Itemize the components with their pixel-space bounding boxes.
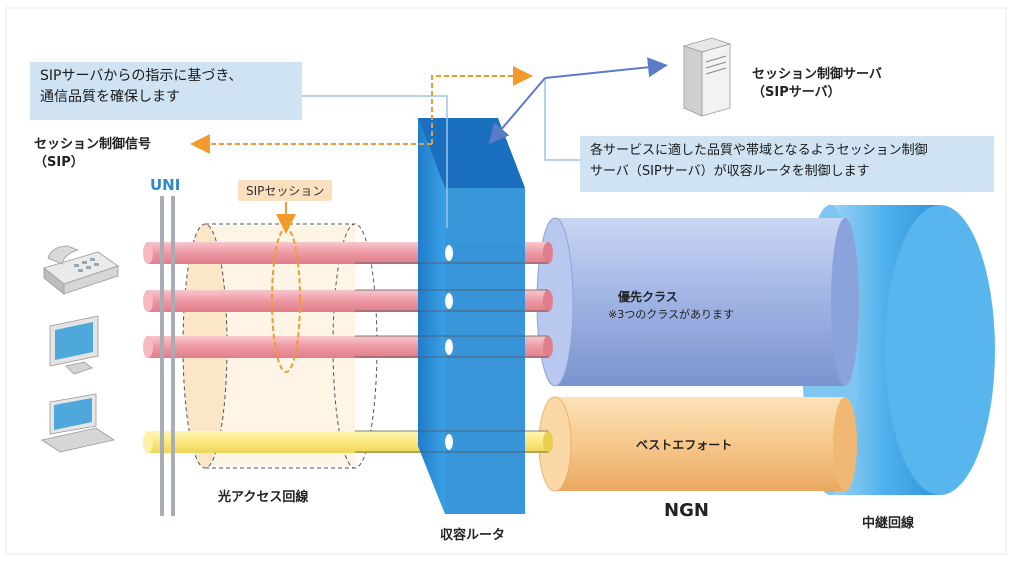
server-label-line-2: （SIPサーバ） xyxy=(752,85,841,100)
priority-class-cylinder xyxy=(536,217,859,387)
left-callout-leader xyxy=(300,95,448,228)
best-effort-cylinder xyxy=(538,396,857,492)
best-effort-label: ベストエフォート xyxy=(636,438,733,452)
sip-signal-up-arrow xyxy=(431,66,533,144)
priority-class-note: ※3つのクラスがあります xyxy=(608,308,734,321)
signal-label-line-2: （SIP） xyxy=(34,155,84,170)
server-control-callout-line-1: 各サービスに適した品質や帯域となるようセッション制御 xyxy=(590,143,928,158)
edge-router-label: 収容ルータ xyxy=(440,528,506,543)
trunk-line-label: 中継回線 xyxy=(862,516,915,531)
priority-class-label: 優先クラス xyxy=(618,290,678,304)
right-callout-leader xyxy=(544,78,580,161)
uni-bars xyxy=(160,196,175,516)
control-arrow-to-router xyxy=(488,77,546,145)
edge-router xyxy=(418,118,525,514)
sip-session-label: SIPセッション xyxy=(238,180,333,201)
ngn-label: NGN xyxy=(664,500,709,521)
frame-border xyxy=(5,7,1007,555)
uni-label: UNI xyxy=(150,176,181,194)
signal-label-line-1: セッション制御信号 xyxy=(34,137,152,152)
server-icon xyxy=(682,37,732,117)
pipe-threads xyxy=(355,262,548,453)
server-control-callout: 各サービスに適した品質や帯域となるようセッション制御 サーバ（SIPサーバ）が収… xyxy=(580,136,994,192)
optical-access-line-label: 光アクセス回線 xyxy=(218,490,309,505)
monitor-icon xyxy=(49,315,99,375)
server-control-callout-line-2: サーバ（SIPサーバ）が収容ルータを制御します xyxy=(590,164,870,179)
laptop-icon xyxy=(40,393,116,453)
router-qos-callout-line-2: 通信品質を確保します xyxy=(40,89,180,105)
session-control-server-label: セッション制御サーバ （SIPサーバ） xyxy=(752,66,882,102)
phone-icon xyxy=(43,245,119,295)
router-qos-callout-line-1: SIPサーバからの指示に基づき、 xyxy=(40,68,243,84)
router-qos-callout: SIPサーバからの指示に基づき、 通信品質を確保します xyxy=(30,62,302,120)
control-arrow-to-server xyxy=(544,57,668,79)
session-control-signal-label: セッション制御信号 （SIP） xyxy=(34,136,151,172)
server-label-line-1: セッション制御サーバ xyxy=(752,67,882,82)
